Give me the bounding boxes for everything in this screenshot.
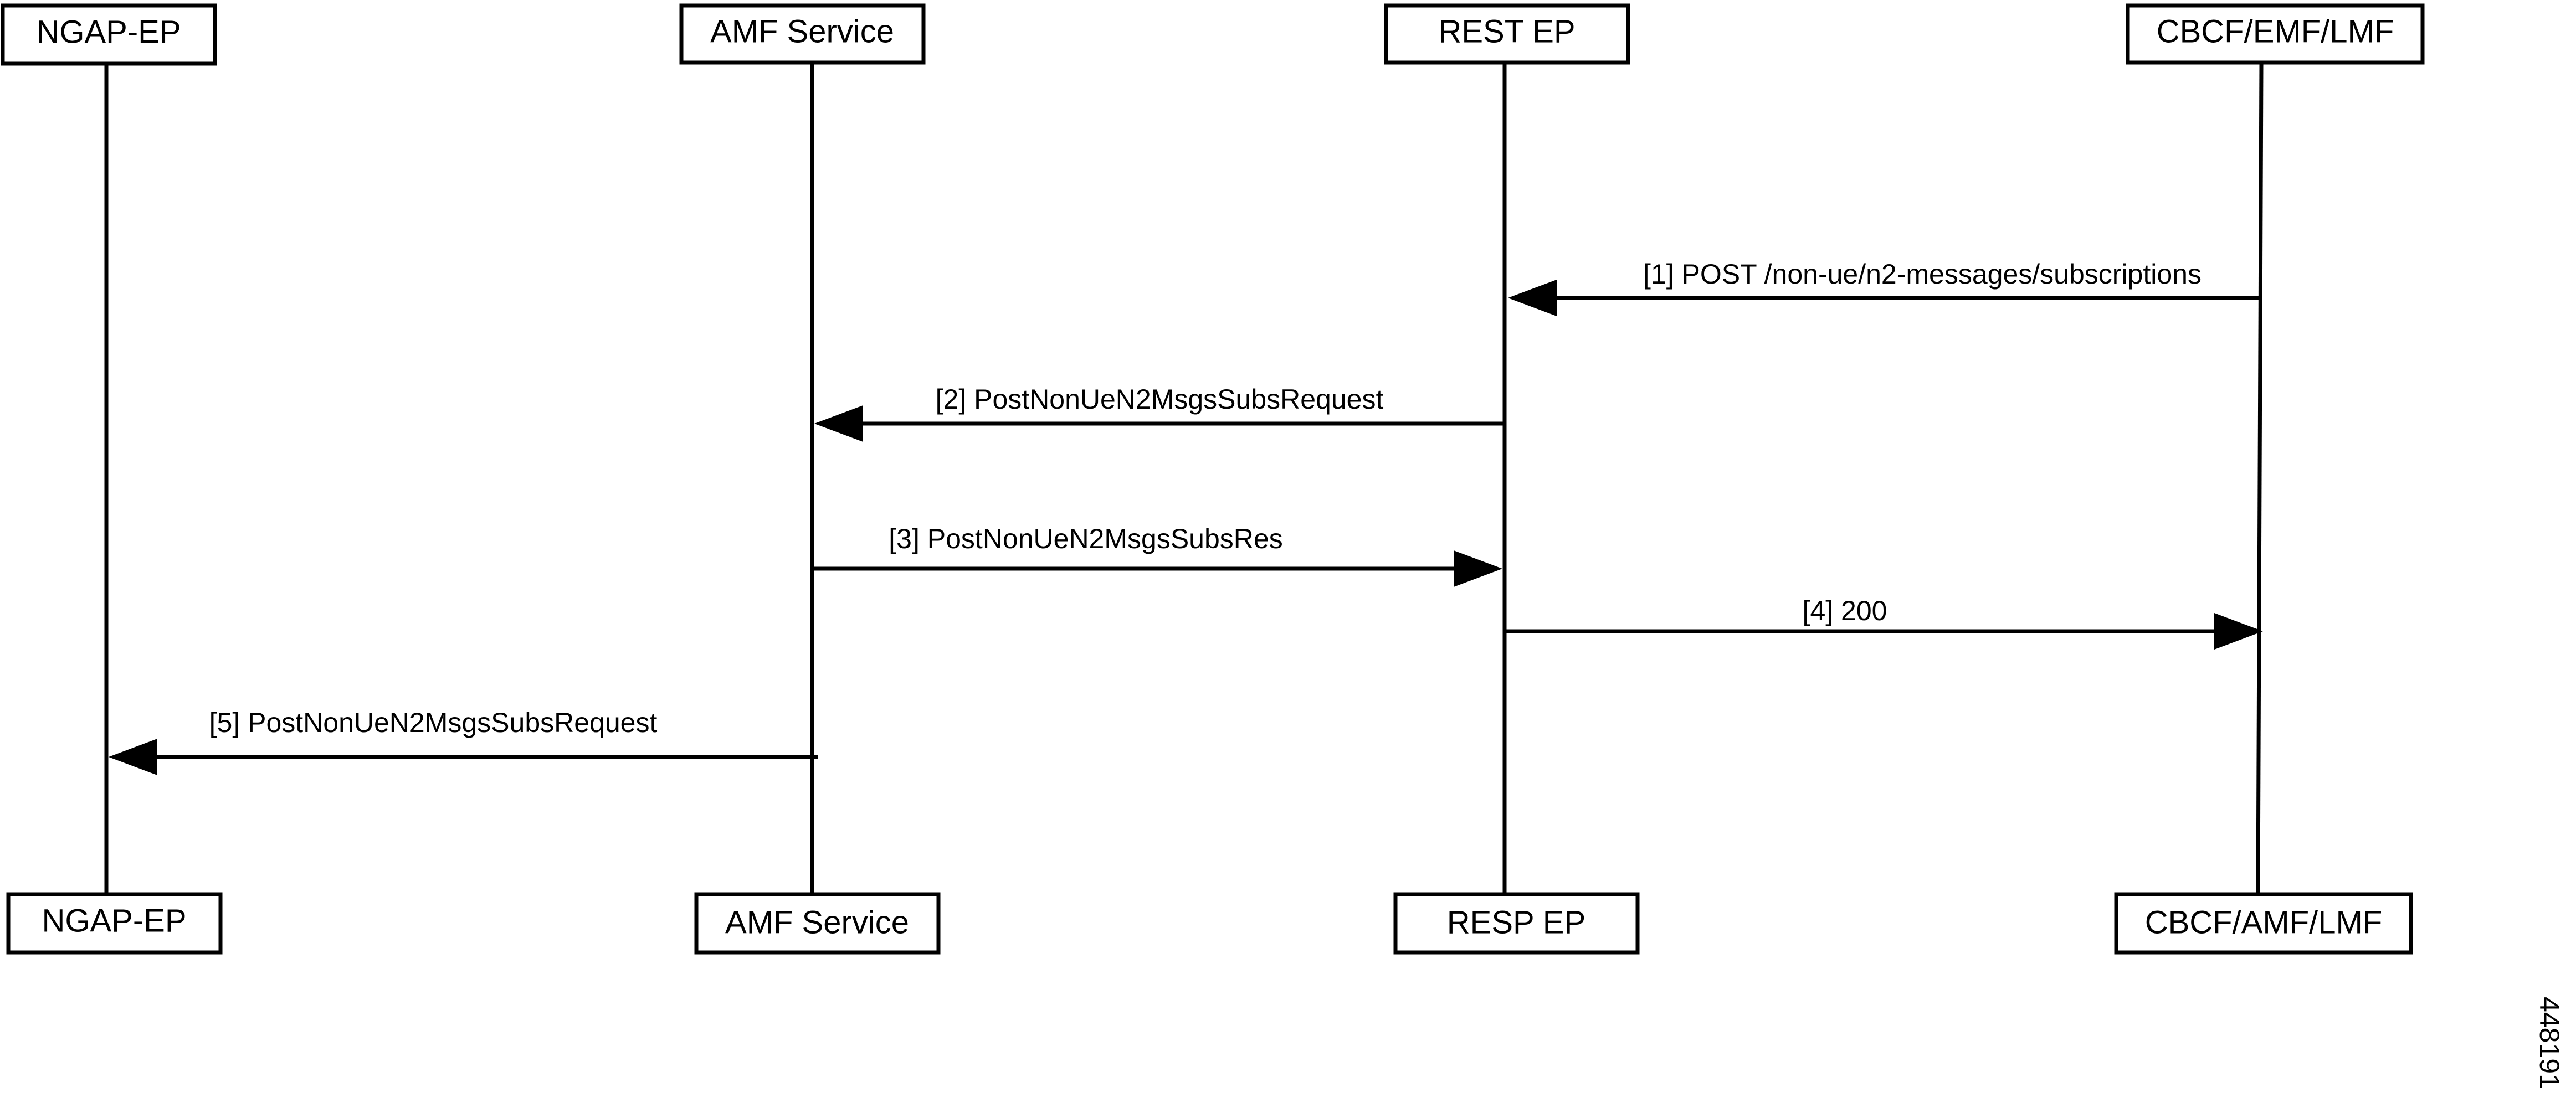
participant-ngap-bottom-label: NGAP-EP [42,903,186,939]
participant-rest-top-label: REST EP [1438,13,1575,49]
participant-amf-top: AMF Service [679,3,926,65]
message-3: [3] PostNonUeN2MsgsSubsRes [812,523,1502,587]
participant-cbcf-top: CBCF/EMF/LMF [2126,3,2425,65]
participant-ngap-bottom: NGAP-EP [6,892,223,955]
participant-rest-top: REST EP [1384,3,1630,65]
participant-amf-bottom-label: AMF Service [725,904,909,940]
participant-cbcf-top-label: CBCF/EMF/LMF [2157,13,2394,49]
message-5: [5] PostNonUeN2MsgsSubsRequest [109,707,818,775]
cbcf-lifeline [2256,63,2264,895]
message-4-label: [4] 200 [1803,595,1887,626]
participant-amf-top-label: AMF Service [710,13,894,49]
message-5-label: [5] PostNonUeN2MsgsSubsRequest [209,707,658,738]
message-2-arrowhead [814,405,863,442]
participant-cbcf-bottom: CBCF/AMF/LMF [2114,892,2413,955]
message-2: [2] PostNonUeN2MsgsSubsRequest [814,384,1505,442]
participant-rest-bottom: RESP EP [1393,892,1640,955]
participant-rest-bottom-label: RESP EP [1447,904,1585,940]
message-1-arrowhead [1508,280,1557,316]
message-4-arrowhead [2214,613,2263,650]
message-3-label: [3] PostNonUeN2MsgsSubsRes [889,523,1282,554]
message-5-arrowhead [109,739,157,775]
message-3-arrowhead [1454,550,1502,587]
figure-id: 448191 [2534,997,2565,1089]
participant-ngap-top: NGAP-EP [1,3,217,66]
participant-amf-bottom: AMF Service [694,892,941,955]
participant-ngap-top-label: NGAP-EP [36,14,181,50]
message-2-label: [2] PostNonUeN2MsgsSubsRequest [936,384,1384,415]
message-1: [1] POST /non-ue/n2-messages/subscriptio… [1508,259,2260,316]
participant-cbcf-bottom-label: CBCF/AMF/LMF [2145,904,2383,940]
message-1-label: [1] POST /non-ue/n2-messages/subscriptio… [1643,259,2202,290]
message-4: [4] 200 [1505,595,2263,650]
